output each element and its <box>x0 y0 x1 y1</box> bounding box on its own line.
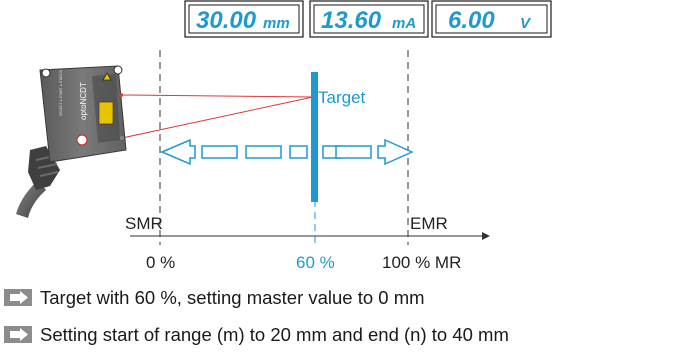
display-voltage-unit: V <box>520 15 532 32</box>
instruction-arrow-icon-1 <box>4 289 32 306</box>
display-distance-value: 30.00 <box>196 7 257 34</box>
tick-label-target: 60 % <box>296 253 335 272</box>
laser-emit-beam <box>121 94 314 98</box>
measuring-range-arrow <box>160 138 414 166</box>
emr-label: EMR <box>410 214 448 233</box>
tick-label-0: 0 % <box>146 253 175 272</box>
laser-warning-icon <box>102 72 112 81</box>
sensor-device: optoNCDT SELECT ● START ● STATUS <box>16 65 127 218</box>
sensor-cable <box>16 180 46 218</box>
instruction-arrow-icon-2 <box>4 326 32 343</box>
smr-label: SMR <box>125 214 163 233</box>
laser-emitter-icon <box>119 93 123 97</box>
display-voltage-value: 6.00 <box>448 7 495 34</box>
target-bar <box>311 72 318 202</box>
axis-arrowhead <box>482 232 490 240</box>
brand-logo-icon <box>76 134 88 146</box>
tick-label-100: 100 % MR <box>382 253 461 272</box>
laser-reflect-beam <box>121 96 314 139</box>
display-current: 13.60 mA <box>309 0 429 38</box>
laser-label-sticker <box>98 101 114 125</box>
display-voltage: 6.00 V <box>431 0 552 38</box>
display-distance: 30.00 mm <box>184 0 304 38</box>
sensor-side-text: SELECT ● START ● STATUS <box>59 69 63 116</box>
instruction-text-1: Target with 60 %, setting master value t… <box>40 287 425 308</box>
sensor-brand-text: optoNCDT <box>79 82 88 120</box>
instruction-text-2: Setting start of range (m) to 20 mm and … <box>40 324 509 345</box>
target-label: Target <box>318 88 366 107</box>
display-current-unit: mA <box>392 15 416 32</box>
receiver-lens-icon <box>120 136 124 140</box>
display-distance-unit: mm <box>263 15 290 32</box>
display-current-value: 13.60 <box>321 7 382 34</box>
